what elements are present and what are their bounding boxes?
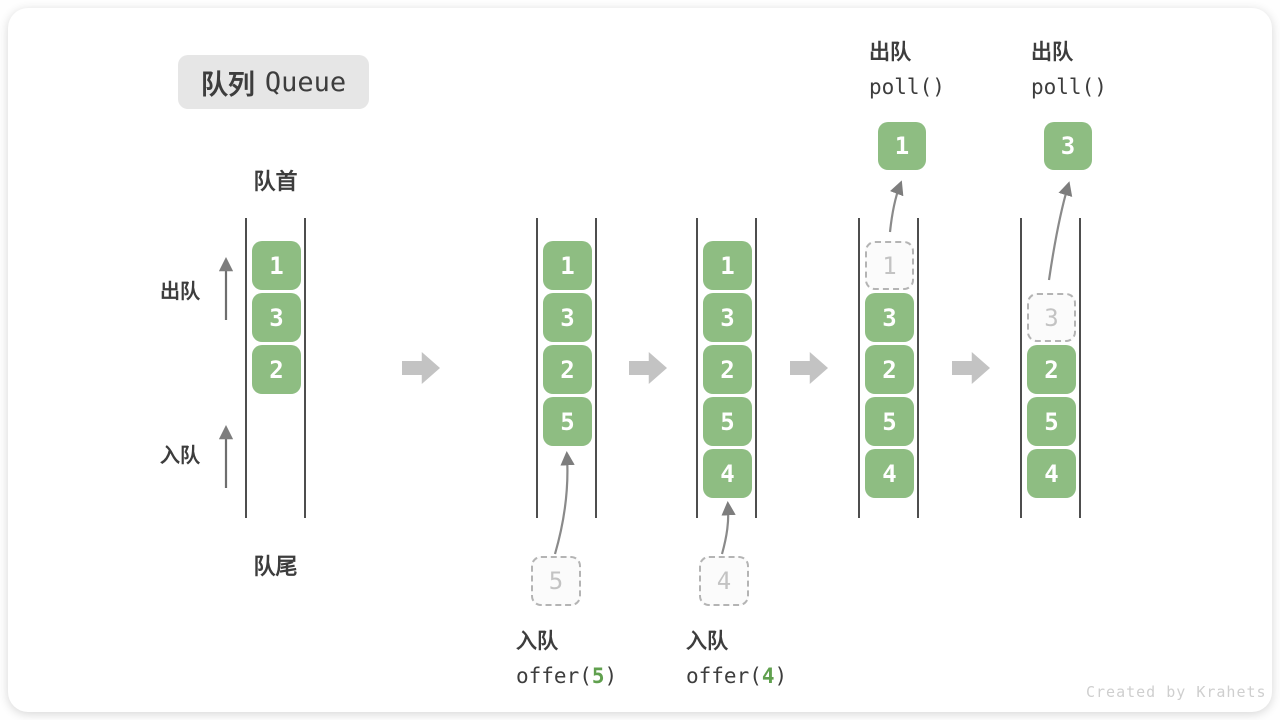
op-arg: 5 (591, 664, 605, 688)
op-label: 入队 (686, 630, 728, 653)
staged-enqueue-item: 5 (531, 556, 581, 606)
polled-value: 1 (894, 132, 910, 160)
queue-cell-ghost: 3 (1027, 293, 1076, 342)
label-enqueue: 入队 (160, 445, 200, 467)
op-dequeue-1: 出队 poll() (869, 36, 945, 104)
polled-item: 3 (1044, 122, 1092, 170)
queue-cell: 5 (543, 397, 592, 446)
flow-arrow-icon (790, 352, 828, 384)
queue-cell: 3 (703, 293, 752, 342)
op-label: 出队 (1031, 41, 1073, 64)
flow-arrow-icon (629, 352, 667, 384)
queue-cell-ghost: 1 (865, 241, 914, 290)
flow-arrow-icon (952, 352, 990, 384)
queue-cell: 4 (703, 449, 752, 498)
op-label: 出队 (869, 41, 911, 64)
op-code: offer(5) (516, 664, 618, 688)
polled-item: 1 (878, 122, 926, 170)
label-dequeue: 出队 (160, 281, 200, 303)
watermark: Created by Krahets (1086, 683, 1267, 701)
queue-cell: 5 (1027, 397, 1076, 446)
op-enqueue-2: 入队 offer(4) (686, 625, 787, 693)
polled-value: 3 (1060, 132, 1076, 160)
staged-enqueue-item: 4 (699, 556, 749, 606)
queue-cell: 5 (865, 397, 914, 446)
queue-cell: 1 (543, 241, 592, 290)
queue-cell: 3 (865, 293, 914, 342)
queue-cell: 2 (252, 345, 301, 394)
op-label: 入队 (516, 630, 558, 653)
queue-cell: 1 (703, 241, 752, 290)
title-badge: 队列 Queue (178, 55, 369, 109)
queue-cell: 1 (252, 241, 301, 290)
op-dequeue-2: 出队 poll() (1031, 36, 1107, 104)
flow-arrow-icon (402, 352, 440, 384)
title-en: Queue (264, 66, 347, 98)
op-code: offer(4) (686, 664, 788, 688)
queue-cell: 5 (703, 397, 752, 446)
op-code: poll() (1031, 75, 1107, 99)
queue-cell: 3 (252, 293, 301, 342)
staged-value: 4 (716, 567, 732, 595)
queue-cell: 2 (543, 345, 592, 394)
op-arg: 4 (761, 664, 775, 688)
staged-value: 5 (548, 567, 564, 595)
queue-cell: 4 (1027, 449, 1076, 498)
label-queue-rear: 队尾 (253, 554, 298, 579)
queue-cell: 2 (865, 345, 914, 394)
title-zh: 队列 (200, 69, 255, 100)
op-code: poll() (869, 75, 945, 99)
queue-cell: 2 (703, 345, 752, 394)
queue-cell: 3 (543, 293, 592, 342)
queue-cell: 2 (1027, 345, 1076, 394)
label-queue-front: 队首 (253, 169, 298, 194)
op-enqueue-1: 入队 offer(5) (516, 625, 617, 693)
queue-cell: 4 (865, 449, 914, 498)
